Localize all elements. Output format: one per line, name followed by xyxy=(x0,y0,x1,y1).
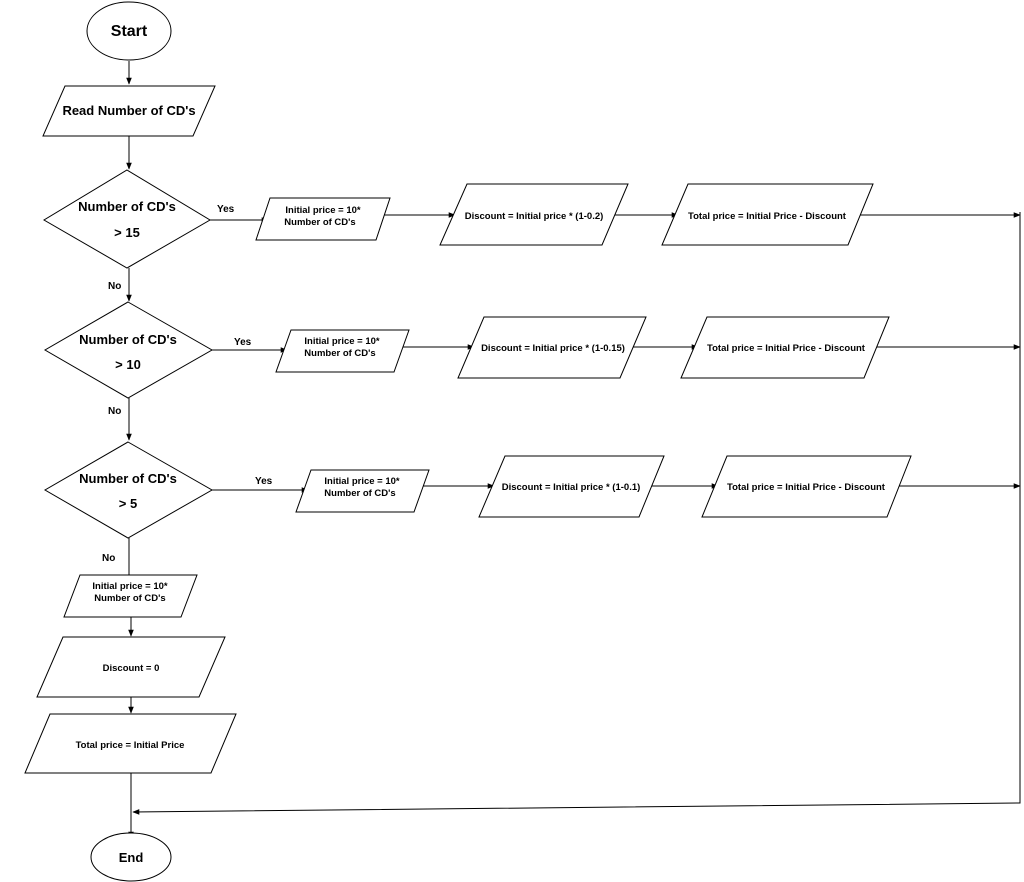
default-discount-label: Discount = 0 xyxy=(103,663,160,674)
decision-3: Number of CD's > 5 Yes No xyxy=(44,441,273,564)
decision-3-yes-label: Yes xyxy=(255,476,273,487)
decision-1: Number of CD's > 15 Yes No xyxy=(43,169,235,292)
branch-3-initial-line1: Initial price = 10* xyxy=(324,476,400,487)
default-initial-line2: Number of CD's xyxy=(94,593,165,604)
branch-2-total: Total price = Initial Price - Discount xyxy=(680,316,890,379)
end-node: End xyxy=(90,832,172,882)
default-total: Total price = Initial Price xyxy=(24,713,237,774)
start-label: Start xyxy=(111,23,148,40)
decision-1-label-line1: Number of CD's xyxy=(78,199,176,214)
branch-3-total: Total price = Initial Price - Discount xyxy=(701,455,912,518)
branch-1-initial-line2: Number of CD's xyxy=(284,217,355,228)
decision-3-label-line1: Number of CD's xyxy=(79,471,177,486)
branch-2-discount-label: Discount = Initial price * (1-0.15) xyxy=(481,343,625,354)
branch-3-discount-label: Discount = Initial price * (1-0.1) xyxy=(502,482,641,493)
decision-2-label-line2: > 10 xyxy=(115,357,141,372)
default-total-label: Total price = Initial Price xyxy=(76,740,185,751)
branch-1-initial-price: Initial price = 10* Number of CD's xyxy=(255,197,391,241)
start-node: Start xyxy=(86,1,172,61)
branch-1-discount-label: Discount = Initial price * (1-0.2) xyxy=(465,211,604,222)
default-discount: Discount = 0 xyxy=(36,636,226,698)
branch-1-initial-line1: Initial price = 10* xyxy=(285,205,361,216)
branch-1-total: Total price = Initial Price - Discount xyxy=(661,183,874,246)
branch-3-initial-price: Initial price = 10* Number of CD's xyxy=(295,469,430,513)
branch-2-initial-line1: Initial price = 10* xyxy=(304,336,380,347)
flow-edges xyxy=(126,61,1021,839)
branch-3-initial-line2: Number of CD's xyxy=(324,488,395,499)
decision-3-no-label: No xyxy=(102,553,115,564)
default-initial-line1: Initial price = 10* xyxy=(92,581,168,592)
decision-1-no-label: No xyxy=(108,281,121,292)
read-input-node: Read Number of CD's xyxy=(42,85,216,137)
decision-3-label-line2: > 5 xyxy=(119,496,137,511)
branch-2-discount: Discount = Initial price * (1-0.15) xyxy=(457,316,647,379)
branch-2-initial-price: Initial price = 10* Number of CD's xyxy=(275,329,410,373)
branch-1-discount: Discount = Initial price * (1-0.2) xyxy=(439,183,629,246)
decision-2-label-line1: Number of CD's xyxy=(79,332,177,347)
branch-1-total-label: Total price = Initial Price - Discount xyxy=(688,211,847,222)
default-initial-price: Initial price = 10* Number of CD's xyxy=(63,574,198,618)
decision-1-label-line2: > 15 xyxy=(114,225,140,240)
edge-merge-to-end xyxy=(132,212,1021,815)
decision-1-yes-label: Yes xyxy=(217,204,235,215)
branch-2-total-label: Total price = Initial Price - Discount xyxy=(707,343,866,354)
end-label: End xyxy=(119,850,144,865)
read-input-label: Read Number of CD's xyxy=(62,103,195,118)
decision-2: Number of CD's > 10 Yes No xyxy=(44,301,252,417)
decision-2-no-label: No xyxy=(108,406,121,417)
branch-3-discount: Discount = Initial price * (1-0.1) xyxy=(478,455,665,518)
decision-2-yes-label: Yes xyxy=(234,337,252,348)
branch-2-initial-line2: Number of CD's xyxy=(304,348,375,359)
branch-3-total-label: Total price = Initial Price - Discount xyxy=(727,482,886,493)
